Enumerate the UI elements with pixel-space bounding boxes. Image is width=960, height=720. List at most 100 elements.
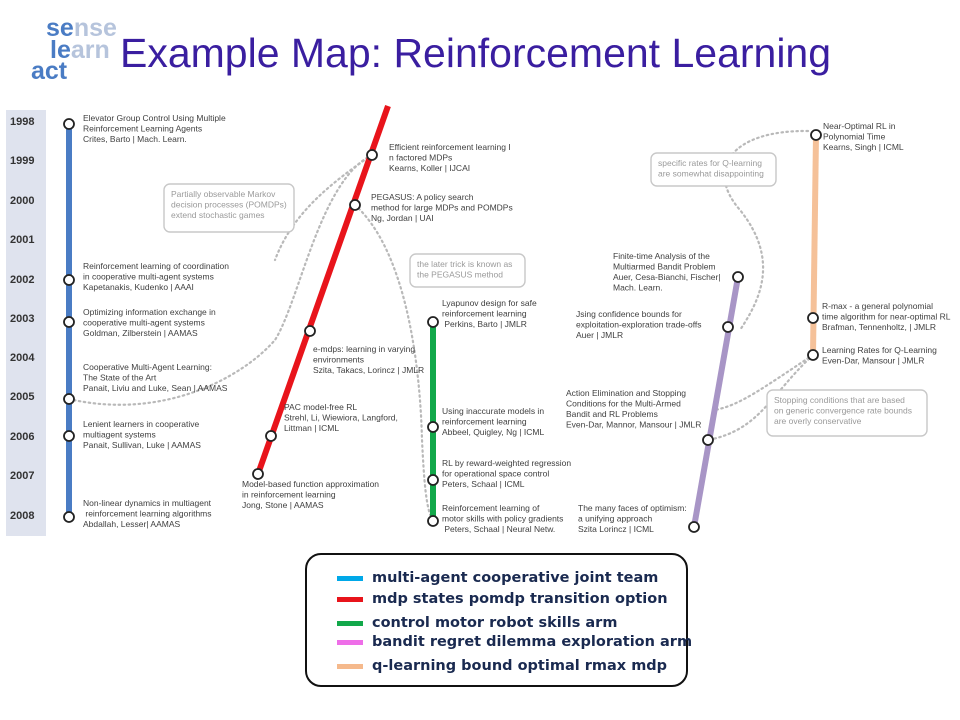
year-label: 2002 <box>10 274 34 286</box>
paper-label-line: environments <box>313 355 364 365</box>
paper-node <box>732 271 744 283</box>
paper-label-line: Panait, Sullivan, Luke | AAMAS <box>83 440 201 450</box>
paper-label: The many faces of optimism:a unifying ap… <box>578 503 687 534</box>
legend-swatch <box>337 596 363 602</box>
paper-label-line: Model-based function approximation <box>242 479 379 489</box>
paper-label-line: reinforcement learning algorithms <box>83 509 212 519</box>
callout-text-line: specific rates for Q-learning <box>658 158 762 168</box>
paper-node <box>304 325 316 337</box>
paper-node <box>63 118 75 130</box>
paper-label-line: Peters, Schaal | Neural Netw. <box>442 524 555 534</box>
paper-label-line: Crites, Barto | Mach. Learn. <box>83 134 187 144</box>
paper-label-line: for operational space control <box>442 469 549 479</box>
paper-label-line: Action Elimination and Stopping <box>566 388 686 398</box>
logo-text-act: act <box>31 57 68 85</box>
paper-node <box>427 421 439 433</box>
paper-label-line: Reinforcement learning of coordination <box>83 261 229 271</box>
legend-label: bandit regret dilemma exploration arm <box>372 634 693 650</box>
paper-label-line: e-mdps: learning in varying <box>313 344 415 354</box>
dotted-connector <box>706 353 815 442</box>
paper-node <box>722 321 734 333</box>
year-label: 2005 <box>10 391 34 403</box>
callout-box <box>163 183 295 233</box>
paper-label-line: Conditions for the Multi-Armed <box>566 399 681 409</box>
paper-label-line: multiagent systems <box>83 430 156 440</box>
paper-label-line: Brafman, Tennenholtz, | JMLR <box>822 322 936 332</box>
paper-label-line: Elevator Group Control Using Multiple <box>83 113 226 123</box>
year-label: 2007 <box>10 470 34 482</box>
paper-label-line: reinforcement learning <box>442 417 527 427</box>
paper-label-line: Jsing confidence bounds for <box>576 309 682 319</box>
legend-item: bandit regret dilemma exploration arm <box>337 632 692 652</box>
paper-label-line: a unifying approach <box>578 514 652 524</box>
paper-label-line: Peters, Schaal | ICML <box>442 479 525 489</box>
year-label: 1999 <box>10 155 34 167</box>
paper-label-line: Bandit and RL Problems <box>566 409 658 419</box>
paper-label-line: Polynomial Time <box>823 132 886 142</box>
paper-label-line: cooperative multi-agent systems <box>83 318 205 328</box>
callout-text-line: are overly conservative <box>774 416 862 426</box>
paper-label-line: Mach. Learn. <box>613 283 663 293</box>
paper-node <box>427 316 439 328</box>
paper-label-line: Perkins, Barto | JMLR <box>442 319 527 329</box>
paper-label-line: Szita, Takacs, Lorincz | JMLR <box>313 365 424 375</box>
paper-label-line: reinforcement learning <box>442 309 527 319</box>
legend-swatch <box>337 620 363 626</box>
dotted-connector <box>723 129 810 332</box>
legend-label: multi-agent cooperative joint team <box>372 570 659 586</box>
paper-label-line: Reinforcement learning of <box>442 503 540 513</box>
legend-swatch <box>337 663 363 669</box>
paper-label-line: Abbeel, Quigley, Ng | ICML <box>442 427 544 437</box>
paper-label-line: Learning Rates for Q-Learning <box>822 345 937 355</box>
logo-text-le: learn <box>50 36 110 64</box>
paper-node <box>63 393 75 405</box>
paper-label-line: Lenient learners in cooperative <box>83 419 200 429</box>
callout-text-line: on generic convergence rate bounds <box>774 406 912 416</box>
legend-swatch <box>337 575 363 581</box>
paper-label-line: Multiarmed Bandit Problem <box>613 262 716 272</box>
callout-text-line: the later trick is known as <box>417 259 512 269</box>
legend-label: q-learning bound optimal rmax mdp <box>372 658 668 674</box>
paper-node <box>63 274 75 286</box>
callout-box <box>766 389 928 437</box>
sense-learn-act-logo: sense learn act <box>31 14 117 85</box>
paper-node <box>63 430 75 442</box>
paper-label-line: Using inaccurate models in <box>442 406 544 416</box>
paper-node <box>63 511 75 523</box>
paper-label-line: method for large MDPs and POMDPs <box>371 203 513 213</box>
paper-label-line: motor skills with policy gradients <box>442 514 563 524</box>
callout-text-line: Partially observable Markov <box>171 189 276 199</box>
paper-label-line: Kapetanakis, Kudenko | AAAI <box>83 282 194 292</box>
paper-label-line: PEGASUS: A policy search <box>371 192 474 202</box>
callout-box <box>409 253 526 288</box>
paper-label-line: exploitation-exploration trade-offs <box>576 320 702 330</box>
paper-label-line: Even-Dar, Mannor, Mansour | JMLR <box>566 420 701 430</box>
callout-box <box>650 152 777 187</box>
paper-label-line: PAC model-free RL <box>284 402 357 412</box>
mdp-line <box>255 105 391 475</box>
paper-label-line: Szita Lorincz | ICML <box>578 524 654 534</box>
paper-label-line: in cooperative multi-agent systems <box>83 272 214 282</box>
legend-label: control motor robot skills arm <box>372 615 618 631</box>
paper-label-line: Efficient reinforcement learning I <box>389 142 511 152</box>
paper-label-line: Abdallah, Lesser| AAMAS <box>83 519 181 529</box>
paper-label-line: Strehl, Li, Wiewiora, Langford, <box>284 413 398 423</box>
year-label: 2004 <box>10 352 35 364</box>
paper-node <box>688 521 700 533</box>
